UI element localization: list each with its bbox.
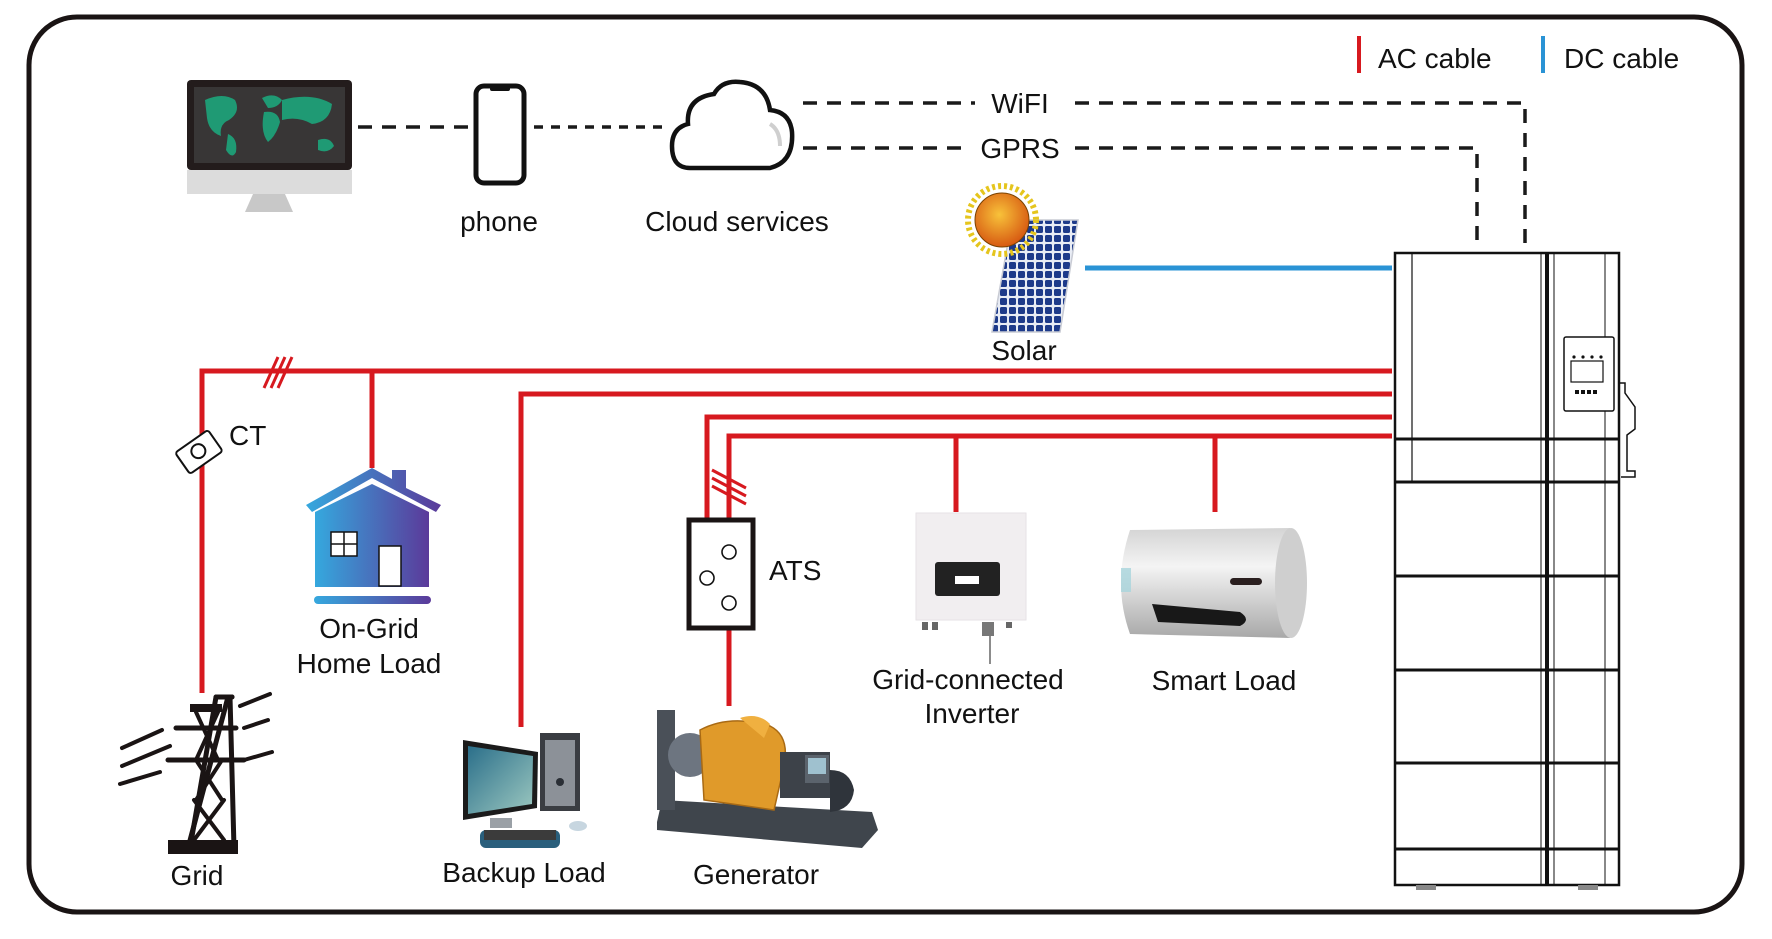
legend-dc-label: DC cable	[1564, 43, 1679, 74]
smart-load-label: Smart Load	[1152, 665, 1297, 696]
ct-label: CT	[229, 420, 266, 451]
legend-ac-label: AC cable	[1378, 43, 1492, 74]
sun-icon	[965, 183, 1039, 257]
three-phase-mark	[711, 468, 747, 506]
hybrid-inverter-battery-cabinet-icon	[1393, 251, 1636, 890]
generator-icon	[657, 710, 878, 848]
ac-cable-backup-load	[518, 391, 1392, 727]
diagram-frame	[26, 14, 1745, 915]
backup-load-label: Backup Load	[442, 857, 605, 888]
grid-label: Grid	[171, 860, 224, 891]
wifi-link	[803, 101, 1527, 244]
water-heater-icon	[1121, 528, 1307, 638]
legend: AC cable DC cable	[1357, 36, 1679, 74]
ac-cable-grid	[199, 368, 1392, 693]
smartphone-icon	[473, 83, 527, 186]
ac-cables	[199, 356, 1392, 727]
inverter-label-line2: Inverter	[925, 698, 1020, 729]
home-load-label-line1: On-Grid	[319, 613, 419, 644]
communication-links: WiFI GPRS	[358, 88, 1527, 244]
switch-box-icon	[686, 517, 756, 631]
cloud-icon	[669, 79, 795, 171]
generator-label: Generator	[693, 859, 819, 890]
ats-label: ATS	[769, 555, 821, 586]
phone-label: phone	[460, 206, 538, 237]
solar-panel-icon	[965, 183, 1079, 333]
gprs-link	[803, 146, 1479, 244]
desktop-monitor-icon	[187, 80, 352, 212]
ac-cable-ats-load	[726, 433, 1392, 550]
cloud-label: Cloud services	[645, 206, 829, 237]
inverter-icon	[915, 512, 1027, 664]
house-icon	[306, 468, 441, 604]
solar-label: Solar	[991, 335, 1056, 366]
three-phase-mark	[262, 356, 294, 389]
power-tower-icon	[118, 692, 274, 854]
cabinet-display-panel	[1563, 336, 1615, 412]
inverter-label-line1: Grid-connected	[872, 664, 1063, 695]
desktop-computer-icon	[463, 733, 587, 848]
gprs-label: GPRS	[980, 133, 1059, 164]
home-load-label-line2: Home Load	[297, 648, 442, 679]
current-transformer-icon	[175, 430, 223, 474]
wifi-label: WiFI	[991, 88, 1049, 119]
